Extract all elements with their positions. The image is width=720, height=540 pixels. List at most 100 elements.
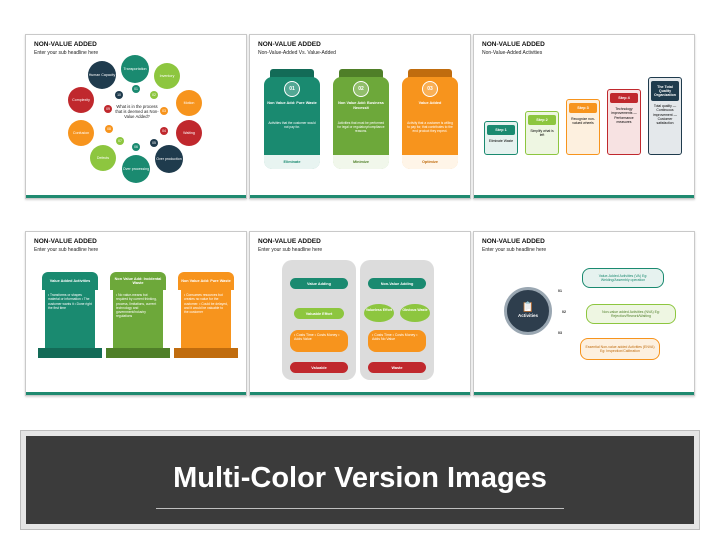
- slide-subtitle: Enter your sub headline here: [258, 247, 323, 253]
- pill-valuable-effort: Valuable Effort: [294, 308, 344, 319]
- slide-thumbnail-1[interactable]: NON-VALUE ADDED Enter your sub headline …: [25, 34, 247, 199]
- jar-pure-waste: 01 Non Value Add: Pure Waste Activities …: [264, 69, 320, 169]
- slide-subtitle: Enter your sub headline here: [34, 50, 99, 56]
- card-foot: [106, 348, 170, 358]
- card-incidental-waste: Non Value Add: Incidental Waste • No val…: [106, 272, 170, 358]
- banner: Multi-Color Version Images: [20, 430, 700, 530]
- slide-bottom-bar: [474, 195, 694, 198]
- banner-panel: Multi-Color Version Images: [26, 436, 694, 524]
- slide-title: NON-VALUE ADDED: [34, 41, 97, 48]
- circle-waiting: Waiting: [176, 120, 202, 146]
- item-nva: Non-value added Activities (NVA) Eg: Rej…: [586, 304, 676, 324]
- slide-title: NON-VALUE ADDED: [258, 238, 321, 245]
- card-heading: Value Added Activities: [42, 272, 98, 290]
- num-02: 02: [562, 310, 566, 314]
- item-va: Value-Added Activities (VA) Eg: Welding/…: [582, 268, 664, 288]
- slide-bottom-bar: [250, 392, 470, 395]
- num-09: 09: [104, 105, 112, 113]
- slide-title: NON-VALUE ADDED: [482, 238, 545, 245]
- center-question: What is in the process that is deemed as…: [115, 104, 159, 119]
- obvious-waste: Obvious Waste: [400, 304, 430, 322]
- card-foot: [38, 348, 102, 358]
- jar-lid: [270, 69, 314, 79]
- banner-underline: [156, 508, 564, 509]
- slide-title: NON-VALUE ADDED: [34, 238, 97, 245]
- num-07: 07: [116, 137, 124, 145]
- jar-number: 01: [284, 81, 300, 97]
- slide-title: NON-VALUE ADDED: [482, 41, 545, 48]
- step-caption: Step 2: [528, 115, 556, 125]
- slide-thumbnail-4[interactable]: NON-VALUE ADDED Enter your sub headline …: [25, 231, 247, 396]
- circle-over-processing: Over processing: [122, 155, 150, 183]
- card-heading: Non Value Add: Incidental Waste: [110, 272, 166, 290]
- jar-desc: Activities that the customer would not p…: [268, 121, 316, 129]
- jar-value-added: 03 Value Added Activity that a customer …: [402, 69, 458, 169]
- card-value-added: Value Added Activities • Transforms or s…: [38, 272, 102, 358]
- step-1: Step 1 Eliminate Waste: [484, 121, 518, 155]
- jar-heading: Non Value Add: Pure Waste: [267, 101, 317, 105]
- card-body: • No value-means but required by current…: [113, 290, 163, 350]
- pill-value-adding: Value Adding: [290, 278, 348, 289]
- slide-thumbnail-3[interactable]: NON-VALUE ADDED Non-Value-Added Activiti…: [473, 34, 695, 199]
- card-body: • Consumes resources but creates no valu…: [181, 290, 231, 350]
- jar-footer: Optimize: [402, 155, 458, 169]
- num-03: 03: [558, 331, 562, 335]
- jar-heading: Value Added: [418, 101, 442, 105]
- circle-over-production: Over production: [155, 145, 183, 173]
- num-02: 02: [150, 91, 158, 99]
- step-final: The Total Quality Organization Total qua…: [648, 77, 682, 155]
- slide-title: NON-VALUE ADDED: [258, 41, 321, 48]
- card-pure-waste: Non Value Add: Pure Waste • Consumes res…: [174, 272, 238, 358]
- step-2: Step 2 Simplify what is left: [525, 111, 559, 155]
- banner-title: Multi-Color Version Images: [173, 462, 547, 494]
- circle-human-capacity: Human Capacity: [88, 61, 116, 89]
- slide-thumbnail-2[interactable]: NON-VALUE ADDED Non-Value-Added Vs. Valu…: [249, 34, 471, 199]
- slide-thumbnail-6[interactable]: NON-VALUE ADDED Enter your sub headline …: [473, 231, 695, 396]
- slide-thumbnail-5[interactable]: NON-VALUE ADDED Enter your sub headline …: [249, 231, 471, 396]
- step-caption: The Total Quality Organization: [651, 81, 679, 101]
- num-06: 06: [132, 143, 140, 151]
- pill-waste: Waste: [368, 362, 426, 373]
- jar-footer: Eliminate: [264, 155, 320, 169]
- step-caption: Step 3: [569, 103, 597, 113]
- activities-hub: 📋 Activities: [504, 287, 552, 335]
- jar-number: 02: [353, 81, 369, 97]
- slide-bottom-bar: [474, 392, 694, 395]
- valueless-effort: Valueless Effort: [364, 304, 394, 322]
- step-text: Recognize non-valued wheels: [571, 117, 595, 126]
- slide-subtitle: Enter your sub headline here: [34, 247, 99, 253]
- step-4: Step 4 Technology improvements — Perform…: [607, 89, 641, 155]
- jar-lid: [408, 69, 452, 79]
- jar-business-necessity: 02 Non Value Add: Business Necessit Acti…: [333, 69, 389, 169]
- num-01: 01: [558, 289, 562, 293]
- jar-desc: Activity that a customer is willing to p…: [407, 121, 453, 133]
- waste-list: • Costs Time • Costs Money • Adds No Val…: [368, 330, 426, 352]
- num-03: 03: [160, 107, 168, 115]
- jar-heading: Non Value Add: Business Necessit: [338, 101, 384, 110]
- pill-non-value-adding: Non-Value Adding: [368, 278, 426, 289]
- slide-bottom-bar: [26, 392, 246, 395]
- step-caption: Step 1: [487, 125, 515, 135]
- circle-motion: Motion: [176, 90, 202, 116]
- jar-desc: Activities that must be performed for le…: [337, 121, 385, 133]
- clipboard-icon: 📋: [521, 302, 535, 314]
- step-text: Simplify what is left: [530, 129, 554, 138]
- circle-inventory: Inventory: [154, 63, 180, 89]
- step-caption: Step 4: [610, 93, 638, 103]
- jar-number: 03: [422, 81, 438, 97]
- num-05: 05: [150, 139, 158, 147]
- card-foot: [174, 348, 238, 358]
- item-enva: Essential Non-value added Activities (EN…: [580, 338, 660, 360]
- slide-subtitle: Non-Value-Added Activities: [482, 50, 543, 56]
- jar-lid: [339, 69, 383, 79]
- num-10: 10: [115, 91, 123, 99]
- num-01: 01: [132, 85, 140, 93]
- pill-valuable: Valuable: [290, 362, 348, 373]
- circle-complexity: Complexity: [68, 87, 94, 113]
- slide-subtitle: Non-Value-Added Vs. Value-Added: [258, 50, 336, 56]
- step-text: Technology improvements — Performance me…: [611, 107, 637, 124]
- num-04: 04: [160, 127, 168, 135]
- num-08: 08: [105, 125, 113, 133]
- card-body: • Transforms or shapes material or infor…: [45, 290, 95, 350]
